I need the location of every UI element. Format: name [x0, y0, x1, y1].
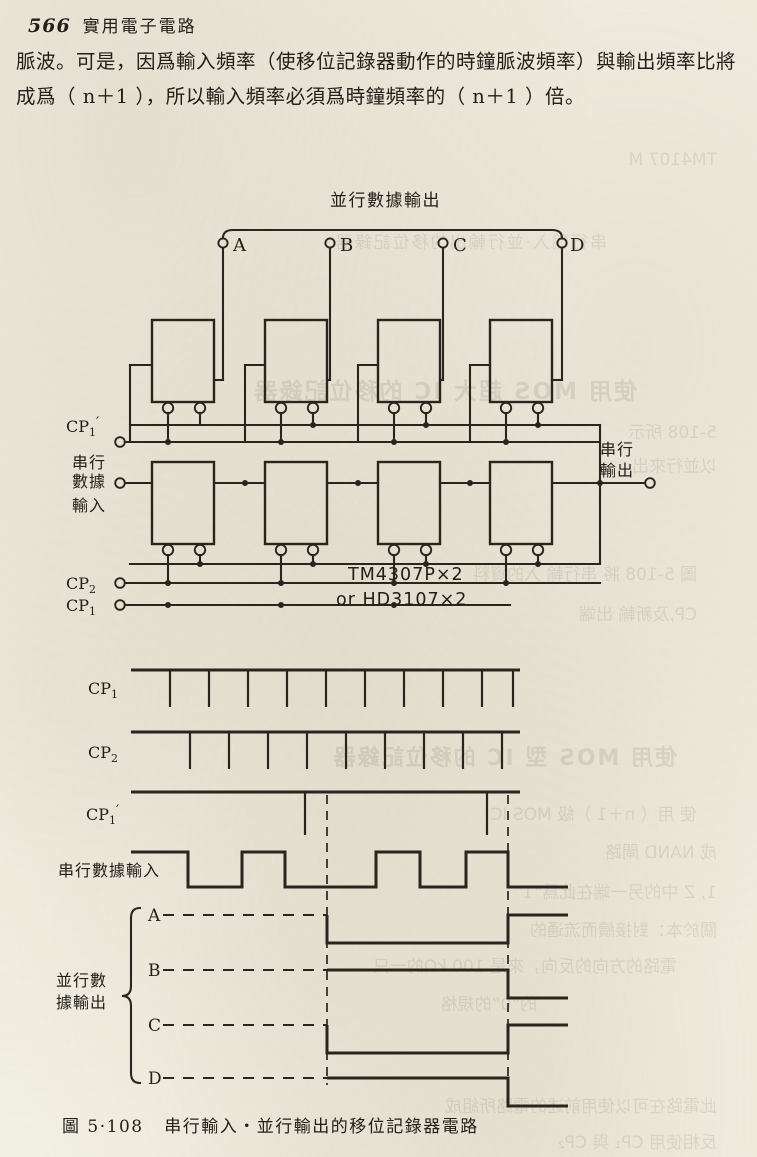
- cp1-label: CP1: [66, 596, 96, 618]
- waveform-cp1-label: CP1: [88, 679, 118, 701]
- caption-label: 圖: [62, 1117, 81, 1137]
- waveform-output-c: C: [148, 1016, 568, 1055]
- parallel-output-bus-bracket: [221, 228, 564, 247]
- body-paragraph: 脈波。可是，因爲輸入頻率（使移位記錄器動作的時鐘脈波頻率）與輸出頻率比將成爲（ …: [16, 50, 737, 108]
- flipflop-top-3: [356, 318, 445, 444]
- bleed-line: TM4107 M: [628, 150, 717, 170]
- serial-output-label-1: 串行: [600, 440, 634, 459]
- output-terminal-a-label: A: [232, 235, 247, 256]
- output-terminal-b-label: B: [340, 235, 353, 256]
- serial-output[interactable]: 串行 輸出: [600, 440, 656, 489]
- output-terminal-a[interactable]: A: [217, 235, 247, 382]
- waveform-cp1-prime-label: CP1′: [86, 803, 119, 827]
- cp1-prime-label: CP1′: [66, 415, 99, 439]
- waveform-output-a-label: A: [147, 906, 161, 926]
- flipflop-top-4: [468, 318, 564, 444]
- cp1-prime-input[interactable]: CP1′: [66, 415, 602, 448]
- page-number: 566: [28, 15, 71, 37]
- parallel-output-label-1: 並行數: [56, 971, 107, 990]
- waveform-output-b: B: [148, 961, 568, 1000]
- waveform-cp2: CP2: [88, 730, 520, 769]
- caption-text: 串行輸入‧並行輸出的移位記錄器電路: [164, 1117, 479, 1137]
- caption-number: 5·108: [87, 1117, 144, 1137]
- flipflop-top-2: [243, 318, 332, 444]
- ic-part-number-line1: TM4307P×2: [347, 565, 464, 585]
- serial-input-label-3: 輸入: [72, 496, 106, 515]
- serial-data-input[interactable]: 串行 數據 輸入: [72, 453, 126, 515]
- output-terminal-d[interactable]: D: [556, 235, 584, 382]
- serial-input-label-2: 數據: [72, 472, 106, 491]
- parallel-output-label-2: 據輸出: [56, 993, 107, 1012]
- cp2-label: CP2: [66, 574, 96, 596]
- bleed-line: 反相使用 CP₁ 與 CP₂: [557, 1133, 717, 1153]
- waveform-output-d-label: D: [148, 1069, 162, 1089]
- output-terminal-d-label: D: [570, 235, 584, 256]
- flipflop-top-1: [128, 318, 225, 444]
- serial-input-label-1: 串行: [72, 453, 106, 472]
- waveform-output-b-label: B: [148, 961, 161, 981]
- waveform-cp1: CP1: [88, 668, 520, 707]
- waveform-cp2-label: CP2: [88, 743, 118, 765]
- ic-part-number-line2: or HD3107×2: [336, 590, 467, 610]
- output-terminal-c[interactable]: C: [437, 235, 467, 382]
- waveform-output-d: D: [148, 1069, 568, 1108]
- flipflop-bottom-3: [376, 460, 442, 557]
- serial-output-label-2: 輸出: [600, 461, 634, 480]
- flipflop-bottom-4: [488, 460, 554, 557]
- waveform-serial-input-label: 串行數據輸入: [58, 861, 160, 880]
- parallel-output-brace: [121, 906, 142, 1085]
- flipflop-bottom-2: [263, 460, 329, 557]
- figure-5-108: .w{stroke:#2a2723;stroke-width:2.1;fill:…: [56, 191, 656, 1108]
- output-terminal-b[interactable]: B: [324, 235, 353, 382]
- book-title: 實用電子電路: [82, 17, 197, 37]
- output-terminal-c-label: C: [453, 235, 467, 256]
- waveform-output-a: A: [147, 906, 568, 945]
- parallel-data-output-title: 並行數據輸出: [330, 191, 441, 211]
- cp2-input[interactable]: CP2: [66, 574, 602, 596]
- waveform-output-c-label: C: [148, 1016, 161, 1036]
- running-head: 566 實用電子電路: [28, 12, 197, 37]
- figure-caption: 圖 5·108 串行輸入‧並行輸出的移位記錄器電路: [62, 1112, 479, 1137]
- waveform-cp1-prime: CP1′: [86, 790, 520, 835]
- flipflop-bottom-1: [150, 460, 216, 557]
- waveform-serial-data-input: 串行數據輸入: [58, 850, 568, 889]
- cp1-input[interactable]: CP1: [66, 583, 512, 618]
